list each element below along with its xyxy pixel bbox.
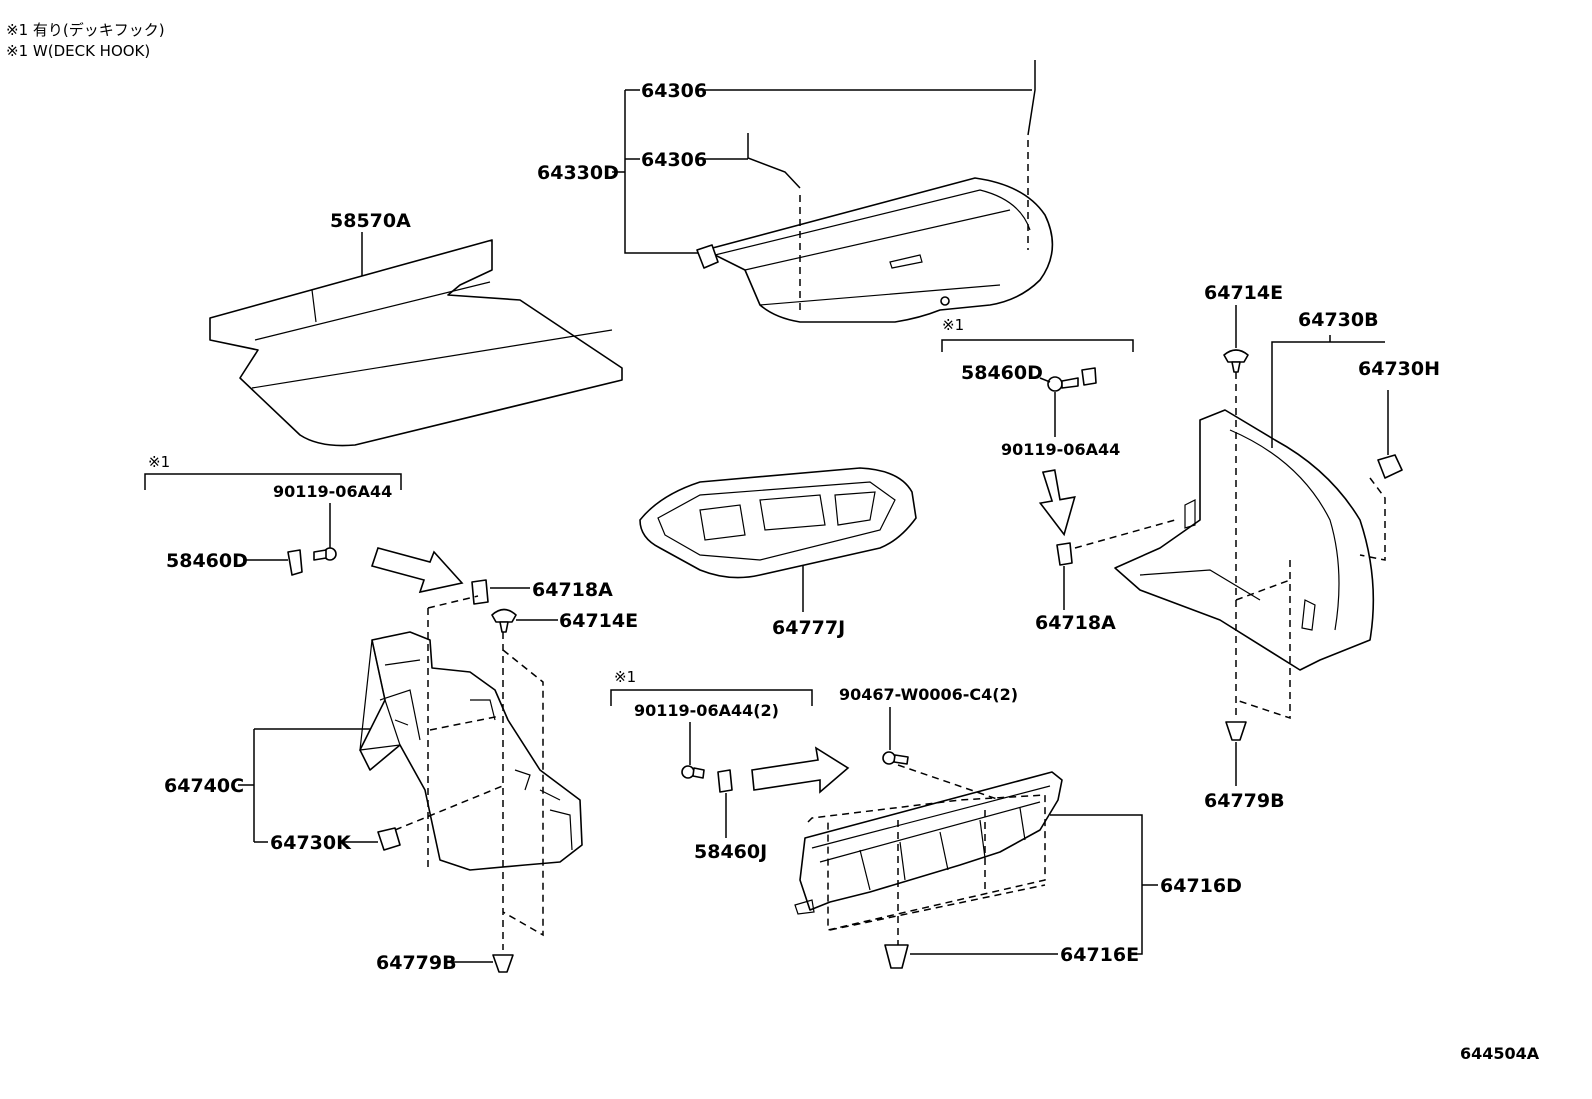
clip-64714E-left-head	[491, 608, 517, 623]
note-japanese: ※1 有り(デッキフック)	[6, 21, 165, 39]
right-quarter-trim	[1114, 409, 1375, 671]
label-64716E: 64716E	[1060, 944, 1139, 966]
deck-board-main	[209, 239, 623, 447]
label-90119-right: 90119-06A44	[1001, 440, 1120, 459]
bolt-center	[681, 765, 705, 779]
deck-board	[209, 232, 623, 447]
clip-64714E-left	[491, 608, 517, 633]
label-58460D-left: 58460D	[166, 550, 248, 572]
label-64330D: 64330D	[537, 162, 619, 184]
deck-hook-right	[1047, 367, 1097, 392]
tonneau-cover-assembly	[696, 60, 1054, 323]
leader-64716D-bracket	[1050, 814, 1158, 955]
screw-90467-head	[882, 751, 896, 765]
clip-64779B-right	[1225, 721, 1247, 741]
label-64730B: 64730B	[1298, 309, 1379, 331]
leader-64740C-bracket	[238, 728, 370, 843]
bracket-group-left	[144, 473, 402, 490]
label-64718A-right: 64718A	[1035, 612, 1116, 634]
label-64779B-right: 64779B	[1204, 790, 1285, 812]
dash-right-box	[1074, 477, 1386, 720]
tonneau-cover-shape	[704, 177, 1054, 323]
scuff-plate-main	[799, 771, 1063, 911]
label-64714E-right: 64714E	[1204, 282, 1283, 304]
clip-64714E-right-head	[1223, 349, 1249, 363]
screw-90467	[882, 751, 909, 765]
tonneau-cover-ridge	[714, 189, 1031, 306]
clip-64718A-right	[1056, 542, 1073, 566]
scuff-plate-tab	[794, 899, 815, 915]
deck-hook-left	[287, 547, 337, 576]
luggage-tray	[639, 467, 917, 612]
hook-plate-58460J	[717, 769, 733, 793]
group-mark-left: ※1	[148, 453, 170, 471]
clip-64714E-right-stem	[1231, 361, 1241, 373]
left-trim-main	[359, 631, 583, 871]
tonneau-cover-hole	[940, 296, 950, 306]
bolt-head-right	[1047, 376, 1063, 392]
group-mark-right: ※1	[942, 316, 964, 334]
tray-inner	[657, 481, 896, 561]
label-64779B-left: 64779B	[376, 952, 457, 974]
clip-64730K	[377, 827, 401, 851]
direction-arrow-center	[751, 746, 850, 794]
clip-64730H	[1377, 454, 1403, 479]
bolt-shaft-left	[313, 549, 327, 561]
label-64740C: 64740C	[164, 775, 244, 797]
dash-scuff-box	[807, 764, 1046, 945]
scuff-plate-ridges	[811, 785, 1051, 891]
bracket-group-center	[610, 689, 813, 706]
label-58570A: 58570A	[330, 210, 411, 232]
label-90467: 90467-W0006-C4(2)	[839, 685, 1018, 704]
leader-58460D-right	[1039, 377, 1051, 383]
tonneau-cover-end-cap	[696, 244, 719, 269]
right-trim-detail	[1139, 429, 1340, 631]
hook-plate-right	[1081, 367, 1097, 386]
label-58460J: 58460J	[694, 841, 767, 863]
dash-left-box	[394, 595, 544, 937]
right-trim-main	[1114, 409, 1375, 671]
tonneau-cover-handle	[889, 254, 923, 269]
label-64714E-left: 64714E	[559, 610, 638, 632]
clip-64718A-left	[471, 579, 489, 605]
tray-outer	[639, 467, 917, 579]
left-quarter-trim	[359, 631, 583, 871]
deck-board-fold	[251, 281, 613, 389]
scuff-plate	[794, 771, 1063, 915]
left-trim-bracket	[359, 639, 401, 751]
cord-short	[747, 133, 801, 189]
label-64306-a: 64306	[641, 80, 707, 102]
leader-64730B	[1271, 335, 1385, 448]
screw-90467-shaft	[893, 754, 909, 765]
label-64306-b: 64306	[641, 149, 707, 171]
leader-64330D-bracket	[612, 90, 698, 254]
bolt-shaft-right	[1061, 377, 1079, 389]
bracket-group-right	[941, 339, 1134, 352]
label-64718A-left: 64718A	[532, 579, 613, 601]
direction-arrow-right	[1038, 469, 1076, 537]
label-64730K: 64730K	[270, 832, 352, 854]
cord-long	[1027, 60, 1036, 136]
clip-64716E	[884, 944, 909, 969]
clip-64714E-right	[1223, 349, 1249, 373]
bolt-center-shaft	[692, 767, 705, 779]
clip-64779B-left	[492, 954, 514, 973]
label-58460D-right: 58460D	[961, 362, 1043, 384]
group-mark-center: ※1	[614, 668, 636, 686]
note-english: ※1 W(DECK HOOK)	[6, 42, 150, 60]
label-64777J: 64777J	[772, 617, 845, 639]
left-trim-detail	[379, 659, 573, 851]
bolt-center-head	[681, 765, 695, 779]
direction-arrow-left	[370, 547, 464, 594]
label-64716D: 64716D	[1160, 875, 1242, 897]
label-90119-left: 90119-06A44	[273, 482, 392, 501]
illustration-id: 644504A	[1460, 1044, 1540, 1063]
label-64730H: 64730H	[1358, 358, 1440, 380]
hook-plate-left	[287, 549, 303, 576]
label-90119-center: 90119-06A44(2)	[634, 701, 779, 720]
clip-64714E-left-stem	[499, 621, 509, 633]
